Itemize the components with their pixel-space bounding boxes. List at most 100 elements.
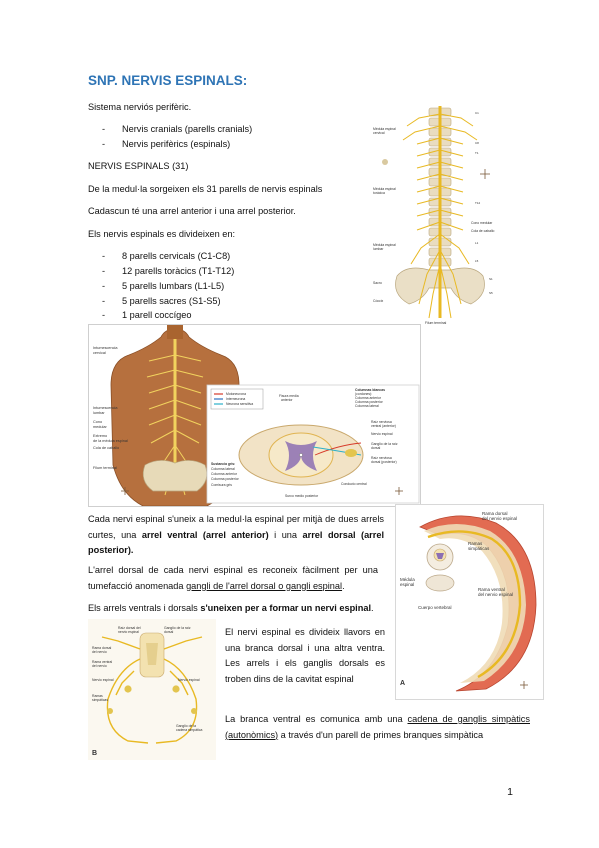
svg-text:del nervio: del nervio	[92, 650, 107, 654]
svg-text:simpáticas: simpáticas	[468, 546, 490, 551]
svg-text:Raíz nerviosa: Raíz nerviosa	[371, 456, 392, 460]
svg-text:Filum terminal: Filum terminal	[93, 466, 117, 470]
svg-text:lumbar: lumbar	[93, 411, 105, 415]
svg-text:Motoneurona: Motoneurona	[226, 392, 246, 396]
svg-text:Médula espinal: Médula espinal	[373, 187, 396, 191]
paragraph: Cadascun té una arrel anterior i una arr…	[88, 206, 296, 216]
svg-text:Columna posterior: Columna posterior	[211, 477, 240, 481]
svg-text:cervical: cervical	[93, 351, 106, 355]
svg-text:L5: L5	[475, 259, 479, 263]
paragraph: El nervi espinal es divideix llavors en …	[225, 627, 385, 684]
svg-text:T12: T12	[475, 201, 481, 205]
svg-text:Extremo: Extremo	[93, 434, 107, 438]
svg-text:Sacro: Sacro	[373, 281, 382, 285]
svg-text:Ganglio de la: Ganglio de la	[176, 724, 196, 728]
spine-illustration: Médula espinal cervical Médula espinal t…	[367, 104, 515, 326]
svg-text:Interneurona: Interneurona	[226, 397, 245, 401]
svg-text:A: A	[400, 680, 405, 687]
list-item: -1 parell coccígeo	[102, 310, 192, 320]
spine-label: Médula espinal	[373, 127, 396, 131]
svg-text:dorsal (posterior): dorsal (posterior)	[371, 460, 397, 464]
svg-text:Ganglio de la raíz: Ganglio de la raíz	[371, 442, 398, 446]
svg-text:del nervio: del nervio	[92, 664, 107, 668]
svg-text:Sustancia gris:: Sustancia gris:	[211, 462, 235, 466]
svg-text:S5: S5	[489, 291, 493, 295]
svg-text:ventral (anterior): ventral (anterior)	[371, 424, 396, 428]
page-number: 1	[507, 786, 513, 798]
svg-text:torácica: torácica	[373, 191, 385, 195]
svg-text:Cola de caballo: Cola de caballo	[93, 446, 119, 450]
svg-text:Ramas: Ramas	[92, 694, 103, 698]
svg-text:medular: medular	[93, 425, 107, 429]
svg-text:lumbar: lumbar	[373, 247, 384, 251]
svg-text:simpáticas: simpáticas	[92, 698, 108, 702]
svg-text:T1: T1	[475, 151, 479, 155]
svg-text:Médula espinal: Médula espinal	[373, 243, 396, 247]
svg-text:Columna posterior: Columna posterior	[355, 400, 384, 404]
svg-text:Intumescencia: Intumescencia	[93, 346, 118, 350]
svg-text:C8: C8	[475, 141, 479, 145]
list-item: -8 parells cervicals (C1-C8)	[102, 251, 231, 261]
list-item: -5 parells sacres (S1-S5)	[102, 296, 221, 306]
svg-text:Nervio espinal: Nervio espinal	[92, 678, 114, 682]
list-item: -5 parells lumbars (L1-L5)	[102, 281, 225, 291]
intro-text: Sistema nerviós perifèric.	[88, 102, 192, 112]
list-item: -12 parells toràcics (T1-T12)	[102, 266, 235, 276]
svg-text:Cono: Cono	[93, 420, 102, 424]
svg-text:B: B	[92, 750, 97, 757]
paragraph: Els arrels ventrals i dorsals s'uneixen …	[88, 603, 374, 613]
svg-text:Fisura media: Fisura media	[279, 394, 299, 398]
svg-text:cervical: cervical	[373, 131, 385, 135]
svg-text:Surco medio posterior: Surco medio posterior	[285, 494, 319, 498]
svg-text:del nervio espinal: del nervio espinal	[478, 592, 513, 597]
svg-text:Cóccix: Cóccix	[373, 299, 383, 303]
svg-text:nervio espinal: nervio espinal	[118, 630, 139, 634]
svg-text:Ganglio de la raíz: Ganglio de la raíz	[164, 626, 191, 630]
svg-text:Raíz nerviosa: Raíz nerviosa	[371, 420, 392, 424]
list-item: -Nervis cranials (parells cranials)	[102, 124, 253, 134]
svg-text:Raíz dorsal del: Raíz dorsal del	[118, 626, 141, 630]
svg-text:C1: C1	[475, 111, 479, 115]
svg-text:Conducto central: Conducto central	[341, 482, 367, 486]
svg-text:Intumescencia: Intumescencia	[93, 406, 118, 410]
paragraph: L'arrel dorsal de cada nervi espinal es …	[88, 565, 378, 591]
svg-text:Médula: Médula	[400, 577, 415, 582]
svg-text:Rama dorsal: Rama dorsal	[482, 511, 508, 516]
svg-text:(cordones):: (cordones):	[355, 392, 372, 396]
paragraph: Els nervis espinals es divideixen en:	[88, 229, 236, 239]
svg-text:cadena simpática: cadena simpática	[176, 728, 203, 732]
svg-text:Columna lateral: Columna lateral	[355, 404, 379, 408]
svg-text:Nervio espinal: Nervio espinal	[371, 432, 393, 436]
svg-text:Cono medular: Cono medular	[471, 221, 493, 225]
list-item: -Nervis perifèrics (espinals)	[102, 139, 231, 149]
svg-text:S1: S1	[489, 277, 493, 281]
svg-text:Rama dorsal: Rama dorsal	[92, 646, 111, 650]
svg-text:L1: L1	[475, 241, 479, 245]
svg-text:dorsal: dorsal	[164, 630, 173, 634]
svg-text:Columna lateral: Columna lateral	[211, 467, 235, 471]
section-heading: NERVIS ESPINALS (31)	[88, 161, 189, 171]
svg-text:Filum terminal: Filum terminal	[425, 321, 447, 325]
svg-text:Columnas blancas: Columnas blancas	[355, 388, 385, 392]
svg-text:anterior: anterior	[281, 398, 293, 402]
paragraph: Cada nervi espinal s'uneix a la medul·la…	[88, 514, 384, 555]
svg-text:Ramas: Ramas	[468, 541, 483, 546]
svg-text:Rama ventral: Rama ventral	[478, 587, 505, 592]
svg-text:del nervio espinal: del nervio espinal	[482, 516, 517, 521]
svg-text:de la médula espinal: de la médula espinal	[93, 439, 128, 443]
svg-text:espinal: espinal	[400, 582, 414, 587]
svg-text:Comisura gris: Comisura gris	[211, 483, 232, 487]
svg-text:Columna anterior: Columna anterior	[355, 396, 382, 400]
spine-figure: Médula espinal cervical Médula espinal t…	[367, 104, 515, 326]
paragraph: De la medul·la sorgeixen els 31 parells …	[88, 184, 323, 194]
svg-text:Cola de caballo: Cola de caballo	[471, 229, 494, 233]
svg-text:Columna anterior: Columna anterior	[211, 472, 238, 476]
paragraph: La branca ventral es comunica amb una ca…	[225, 714, 530, 740]
svg-text:Neurona sensitiva: Neurona sensitiva	[226, 402, 253, 406]
